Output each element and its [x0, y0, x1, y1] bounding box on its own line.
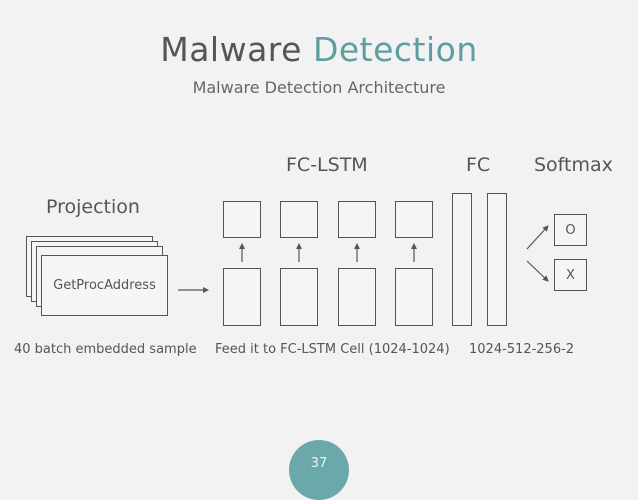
slide-title: Malware Detection: [0, 30, 638, 69]
slide-subtitle: Malware Detection Architecture: [192, 78, 446, 97]
lstm-top-cell-4: [395, 201, 433, 238]
caption-lstm: Feed it to FC-LSTM Cell (1024-1024): [215, 342, 450, 357]
fc-layer-2: [487, 193, 507, 326]
lstm-top-cell-3: [338, 201, 376, 238]
caption-fc: 1024-512-256-2: [469, 342, 575, 357]
lstm-bottom-cell-1: [223, 268, 261, 326]
caption-projection: 40 batch embedded sample: [14, 342, 197, 357]
diagram-arrows: [178, 225, 549, 293]
lstm-bottom-cell-4: [395, 268, 433, 326]
softmax-output-x: X: [554, 259, 587, 291]
projection-label: Projection: [46, 196, 140, 218]
input-card-front: GetProcAddress: [41, 255, 168, 316]
page-number: 37: [310, 456, 328, 471]
slide-title-main: Malware: [160, 30, 302, 69]
arrow-fc-to-o: [526, 225, 549, 250]
softmax-output-o: O: [554, 214, 587, 246]
softmax-label: Softmax: [534, 154, 613, 176]
lstm-bottom-cell-3: [338, 268, 376, 326]
lstm-top-cell-2: [280, 201, 318, 238]
fc-layer-1: [452, 193, 472, 326]
slide-title-accent: Detection: [312, 30, 478, 69]
input-card-text: GetProcAddress: [53, 278, 156, 293]
lstm-top-cell-1: [223, 201, 261, 238]
fc-lstm-label: FC-LSTM: [286, 154, 368, 176]
arrow-fc-to-x: [526, 260, 549, 282]
fc-label: FC: [466, 154, 491, 176]
lstm-bottom-cell-2: [280, 268, 318, 326]
